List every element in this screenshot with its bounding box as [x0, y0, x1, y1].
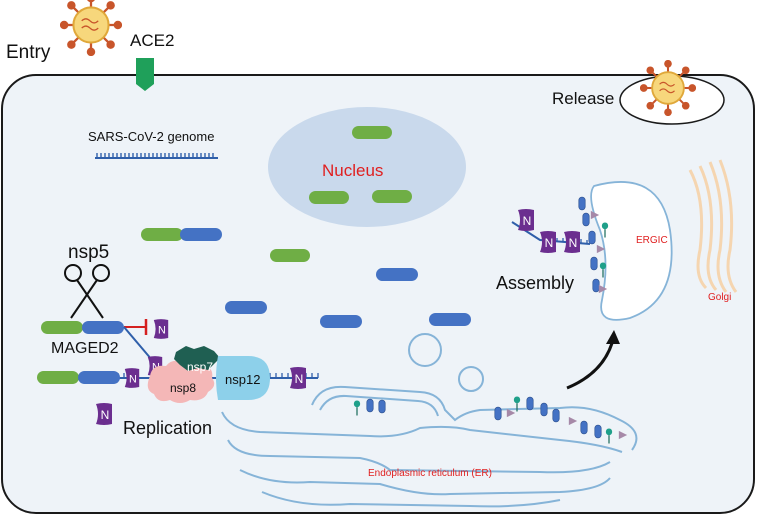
- cytoplasm-protein-green: [270, 249, 310, 262]
- entering-virion-icon: [60, 0, 122, 56]
- cytoplasm-protein-blue: [429, 313, 471, 326]
- n-protein-icon: [518, 209, 534, 231]
- n-protein-icon: [124, 368, 140, 388]
- n-protein-icon: [564, 231, 580, 253]
- nucleus-protein-green: [309, 191, 349, 204]
- nucleus-protein-green: [372, 190, 412, 203]
- membrane-protein-icon: [526, 396, 534, 411]
- release-label: Release: [552, 89, 614, 108]
- cytoplasm-protein-blue: [376, 268, 418, 281]
- replication-label: Replication: [123, 418, 212, 438]
- membrane-protein-icon: [590, 256, 598, 271]
- n-protein-icon: [153, 319, 169, 339]
- nsp7-complex: [174, 346, 220, 371]
- cytoplasm-protein-blue: [320, 315, 362, 328]
- nsp7-label: nsp7: [187, 360, 213, 374]
- maged2-label: MAGED2: [51, 340, 119, 357]
- membrane-protein-icon: [552, 408, 560, 423]
- endoplasmic-reticulum: [221, 333, 638, 508]
- n-protein-icon: [290, 367, 306, 389]
- membrane-protein-icon: [592, 278, 600, 293]
- genome-rna-strand: [95, 153, 218, 159]
- ace2-receptor-icon: [136, 58, 154, 91]
- membrane-protein-icon: [578, 196, 586, 211]
- nsp12-label: nsp12: [225, 372, 260, 387]
- membrane-protein-icon: [582, 212, 590, 227]
- membrane-protein-icon: [588, 230, 596, 245]
- golgi-label: Golgi: [708, 292, 731, 303]
- inhibition-arrow: [124, 319, 148, 335]
- nucleus-label: Nucleus: [322, 161, 383, 180]
- entry-label: Entry: [6, 42, 51, 63]
- ergic-compartment: [590, 181, 673, 321]
- arrow-head-icon: [606, 330, 620, 344]
- nucleus-protein-green: [352, 126, 392, 139]
- nsp5-label: nsp5: [68, 242, 109, 263]
- er-label: Endoplasmic reticulum (ER): [368, 468, 492, 479]
- membrane-protein-icon: [580, 420, 588, 435]
- polyprotein-blue: [78, 371, 120, 384]
- membrane-protein-icon: [366, 398, 374, 413]
- released-virion-icon: [640, 60, 696, 116]
- golgi-apparatus: [688, 159, 738, 293]
- cell-membrane: [1, 74, 755, 514]
- n-protein-icon: [540, 231, 556, 253]
- nsp8-complex: [147, 360, 215, 403]
- nsp8-label: nsp8: [170, 381, 196, 395]
- scissors-icon: [64, 264, 110, 319]
- assembly-label: Assembly: [496, 273, 574, 293]
- nsp12-polymerase: [216, 356, 270, 400]
- polyprotein-green: [41, 321, 83, 334]
- membrane-protein-icon: [540, 402, 548, 417]
- cytoplasm-protein-blue: [180, 228, 222, 241]
- cytoplasm-protein-blue: [225, 301, 267, 314]
- ergic-label: ERGIC: [636, 235, 668, 246]
- membrane-protein-icon: [378, 399, 386, 414]
- membrane-protein-icon: [594, 424, 602, 439]
- genome-label: SARS-CoV-2 genome: [88, 129, 214, 144]
- ace2-label: ACE2: [130, 31, 174, 50]
- membrane-protein-icon: [494, 406, 502, 421]
- polyprotein-green: [37, 371, 79, 384]
- cytoplasm-protein-green: [141, 228, 183, 241]
- polyprotein-blue: [82, 321, 124, 334]
- n-protein-icon: [96, 403, 112, 425]
